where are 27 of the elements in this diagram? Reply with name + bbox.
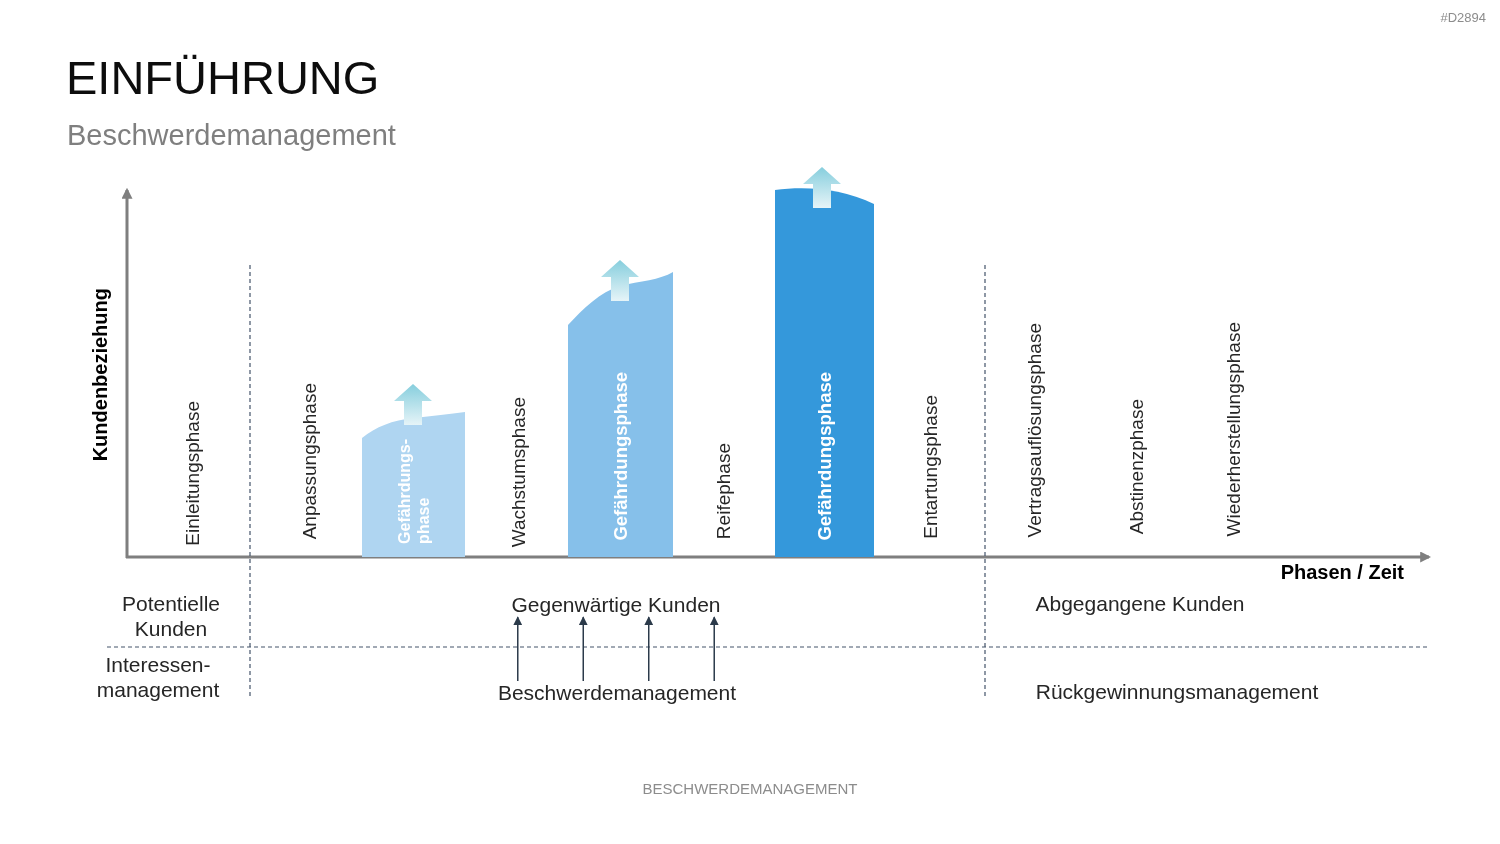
slide-title: EINFÜHRUNG bbox=[66, 54, 380, 101]
slide-id: #D2894 bbox=[1440, 11, 1486, 26]
customer-group-label: Gegenwärtige Kunden bbox=[511, 593, 721, 618]
axis-title: Kundenbeziehung bbox=[88, 287, 112, 461]
phase-label: Entartungsphase bbox=[920, 395, 942, 539]
arrow bbox=[513, 616, 523, 682]
phase-label: Einleitungsphase bbox=[182, 401, 204, 546]
management-label: Rückgewinnungsmanagement bbox=[1035, 680, 1319, 705]
bar-label: Gefährdungsphase bbox=[609, 372, 632, 541]
arrow bbox=[578, 616, 588, 682]
management-label: Beschwerdemanagement bbox=[497, 681, 737, 706]
management-label: Interessen- management bbox=[96, 652, 220, 703]
bar-label: Gefährdungsphase bbox=[813, 372, 836, 541]
phase-label: Reifephase bbox=[713, 442, 735, 539]
customer-group-label: Abgegangene Kunden bbox=[1035, 592, 1245, 617]
arrow bbox=[709, 616, 719, 682]
arrow bbox=[644, 616, 654, 682]
phase-label: Wiederherstellungsphase bbox=[1223, 321, 1245, 536]
footer-text: BESCHWERDEMANAGEMENT bbox=[642, 780, 858, 798]
phase-label: Vertragsauflösungsphase bbox=[1024, 322, 1046, 537]
phase-label: Anpassungsphase bbox=[299, 382, 321, 539]
subtitle: Beschwerdemanagement bbox=[67, 119, 396, 153]
customer-group-label: Potentielle Kunden bbox=[121, 591, 221, 642]
axis-title: Phasen / Zeit bbox=[1280, 561, 1404, 584]
phase-label: Abstinenzphase bbox=[1126, 398, 1148, 534]
bar-label: Gefährdungs- phase bbox=[394, 439, 433, 544]
phase-label: Wachstumsphase bbox=[508, 396, 530, 547]
